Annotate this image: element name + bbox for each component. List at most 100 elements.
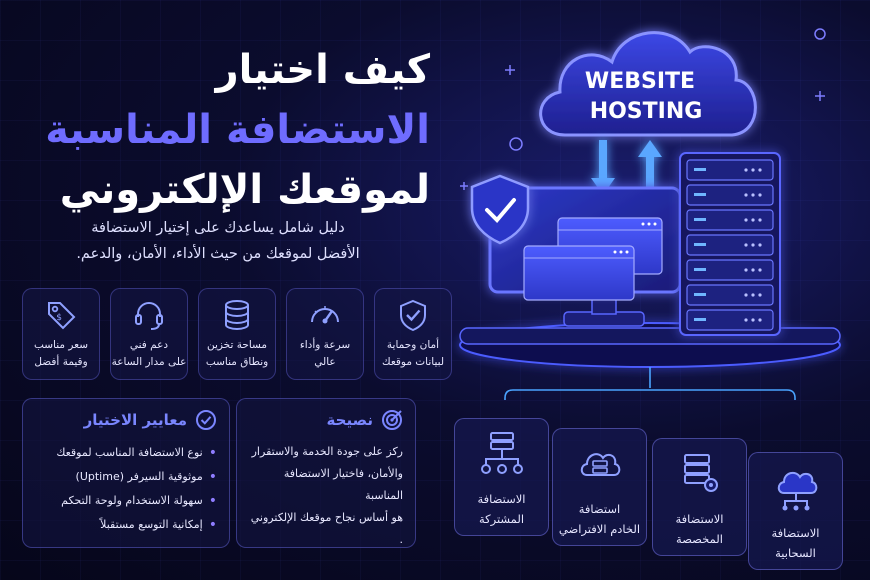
server-units xyxy=(686,159,774,331)
feature-speed: سرعة وأداء عالي xyxy=(286,288,364,380)
shared-hosting-icon xyxy=(480,432,523,474)
server-dot xyxy=(751,318,755,322)
hosting-type-dedicated: الاستضافة المخصصة xyxy=(652,438,747,556)
server-dot xyxy=(744,218,748,222)
tip-line: ركز على جودة الخدمة والاستقرار xyxy=(251,445,403,458)
subtitle-line-2: الأفضل لموقعك من حيث الأداء، الأمان، وال… xyxy=(76,246,360,262)
platform-base xyxy=(459,322,841,368)
server-led xyxy=(694,318,706,321)
type-label-1: الاستضافة xyxy=(477,492,526,506)
subtitle-line-1: دليل شامل يساعدك على إختيار الاستضافة xyxy=(91,220,345,236)
vps-hosting-icon xyxy=(580,453,620,476)
server-dot xyxy=(751,293,755,297)
server-dot xyxy=(758,193,762,197)
subtitle: دليل شامل يساعدك على إختيار الاستضافة ال… xyxy=(48,215,388,267)
server-unit xyxy=(686,234,774,256)
page-title: كيف اختيار الاستضافة المناسبة لموقعك الإ… xyxy=(30,40,430,220)
server-led xyxy=(694,268,706,271)
cloud-hosting-icon xyxy=(777,471,817,511)
hosting-illustration: WEBSITE HOSTING xyxy=(459,28,841,400)
server-dot xyxy=(744,193,748,197)
server-unit xyxy=(686,209,774,231)
database-icon xyxy=(225,300,249,331)
shield-check-icon xyxy=(400,299,426,332)
server-dot xyxy=(758,268,762,272)
server-dot xyxy=(758,168,762,172)
server-dot xyxy=(758,243,762,247)
server-dot xyxy=(751,243,755,247)
hosting-type-vps: استضافة الخادم الافتراضي xyxy=(552,428,647,546)
target-icon xyxy=(382,410,402,430)
feature-label-2: لبيانات موقعك xyxy=(381,356,445,368)
criteria-card: معايير الاختيار نوع الاستضافة المناسب لم… xyxy=(22,398,230,548)
price-tag-icon: $ xyxy=(48,302,76,330)
feature-label-1: سرعة وأداء xyxy=(299,339,351,351)
server-dot xyxy=(758,318,762,322)
server-dot xyxy=(744,268,748,272)
type-label-1: الاستضافة xyxy=(771,526,820,540)
title-line-1: كيف اختيار xyxy=(215,47,430,93)
feature-label-1: دعم فني xyxy=(129,339,169,351)
tip-title: نصيحة xyxy=(326,411,373,429)
tip-card: نصيحة ركز على جودة الخدمة والاستقرار وال… xyxy=(236,398,416,548)
type-label-2: السحابية xyxy=(775,546,816,560)
server-dot xyxy=(744,168,748,172)
server-dot xyxy=(751,168,755,172)
server-led xyxy=(694,243,706,246)
list-item: نوع الاستضافة المناسب لموقعك xyxy=(35,441,217,465)
hosting-type-cloud: الاستضافة السحابية xyxy=(748,452,843,570)
tip-line: هو أساس نجاح موقعك الإلكتروني . xyxy=(250,511,403,546)
speedometer-icon xyxy=(311,306,339,324)
server-unit xyxy=(686,309,774,331)
dedicated-hosting-icon xyxy=(683,454,718,492)
server-dot xyxy=(758,293,762,297)
server-led xyxy=(694,168,706,171)
shield-check-icon xyxy=(470,174,530,245)
monitor-icon xyxy=(488,186,682,327)
server-unit xyxy=(686,159,774,181)
type-label-2: المخصصة xyxy=(676,532,723,546)
feature-label-1: سعر مناسب xyxy=(33,339,89,351)
connector-lines xyxy=(504,367,796,400)
svg-text:$: $ xyxy=(56,313,62,323)
type-label-2: المشتركة xyxy=(478,512,525,526)
server-unit xyxy=(686,259,774,281)
criteria-title: معايير الاختيار xyxy=(83,411,187,429)
server-led xyxy=(694,293,706,296)
feature-price: $ سعر مناسب وقيمة أفضل xyxy=(22,288,100,380)
cloud-label-line-1: WEBSITE xyxy=(585,69,695,94)
feature-label-1: مساحة تخزين xyxy=(206,339,268,351)
server-dot xyxy=(744,293,748,297)
tip-text: ركز على جودة الخدمة والاستقرار والأمان، … xyxy=(249,441,403,551)
feature-label-2: عالي xyxy=(314,356,336,368)
title-line-2: الاستضافة المناسبة xyxy=(45,107,430,153)
cloud-label-line-2: HOSTING xyxy=(590,99,703,124)
server-dot xyxy=(751,218,755,222)
feature-storage: مساحة تخزين ونطاق مناسب xyxy=(198,288,276,380)
hosting-types: الاستضافة المشتركة استضافة الخادم الافتراض… xyxy=(452,418,862,573)
type-label-2: الخادم الافتراضي xyxy=(558,522,641,536)
server-dot xyxy=(751,193,755,197)
feature-label-2: ونطاق مناسب xyxy=(205,356,269,368)
check-circle-icon xyxy=(196,410,216,430)
feature-support: دعم فني على مدار الساعة xyxy=(110,288,188,380)
list-item: موثوقية السيرفر (Uptime) xyxy=(35,465,217,489)
server-dot xyxy=(751,268,755,272)
feature-label-2: وقيمة أفضل xyxy=(34,356,88,368)
hosting-type-shared: الاستضافة المشتركة xyxy=(454,418,549,536)
type-label-1: استضافة xyxy=(578,502,621,516)
feature-label-1: أمان وحماية xyxy=(386,339,440,351)
list-item: إمكانية التوسع مستقبلاً xyxy=(35,513,217,537)
server-led xyxy=(694,218,706,221)
server-dot xyxy=(744,243,748,247)
feature-label-2: على مدار الساعة xyxy=(111,356,187,368)
tip-line: والأمان، فاختيار الاستضافة المناسبة xyxy=(283,467,403,502)
server-dot xyxy=(758,218,762,222)
cloud-icon xyxy=(539,31,757,137)
server-led xyxy=(694,193,706,196)
sparkle-icon xyxy=(460,28,826,190)
type-label-1: الاستضافة xyxy=(675,512,724,526)
list-item: سهولة الاستخدام ولوحة التحكم xyxy=(35,489,217,513)
server-unit xyxy=(686,284,774,306)
